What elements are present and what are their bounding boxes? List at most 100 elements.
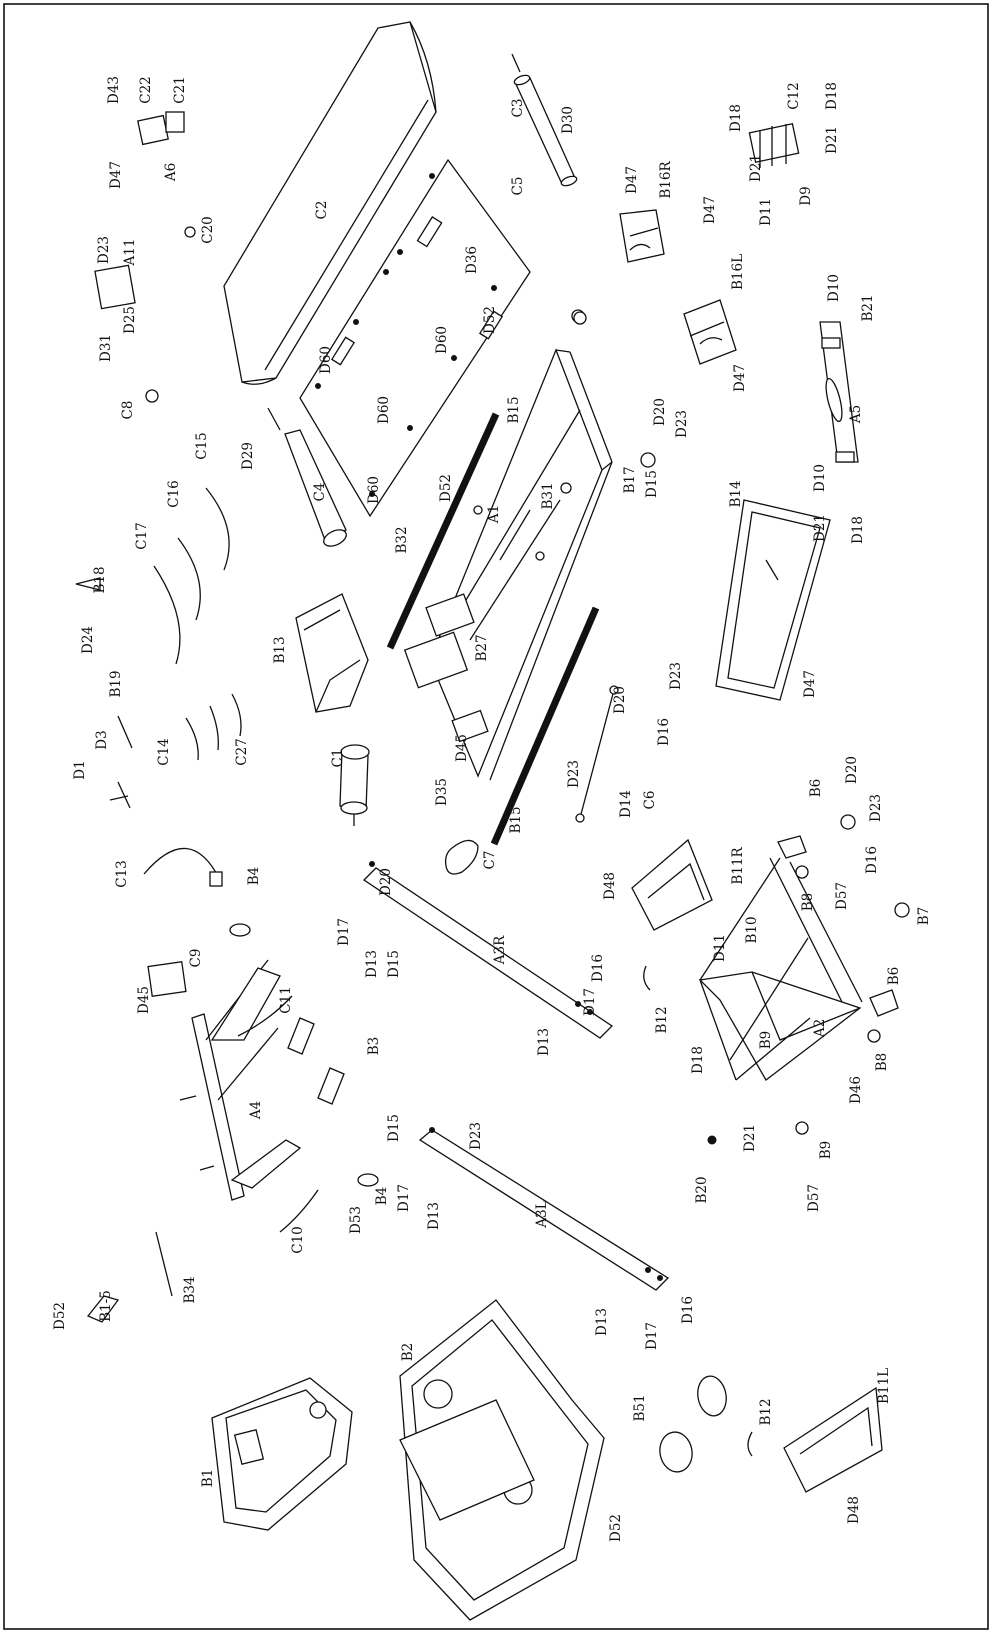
part-a5-incline-frame [819,321,859,463]
callout-d16a: D16 [656,718,672,746]
callout-c6: C6 [642,791,658,810]
callout-b3: B3 [366,1037,382,1056]
parts-drawing [75,21,910,1621]
callout-a1: A1 [486,505,502,524]
part-b1-console [211,1377,353,1531]
callout-c4: C4 [312,483,328,502]
part-b18-tip [75,577,101,591]
part-b11l-side-cover [783,1386,883,1493]
callout-d15c: D15 [386,1114,402,1142]
part-c8-knob [145,389,159,403]
callout-d20a: D20 [652,398,668,426]
callout-d18c: D18 [850,516,866,544]
part-b51-rings [659,1375,727,1473]
callout-d53: D53 [348,1206,364,1234]
callout-d17d: D17 [644,1322,660,1350]
callout-d17a: D17 [336,918,352,946]
callout-c21: C21 [172,76,188,104]
callout-d11b: D11 [712,934,728,962]
callout-b1-5: B1-5 [98,1290,114,1322]
callout-d52b: D52 [438,474,454,502]
callout-d45b: D45 [136,986,152,1014]
callout-b12a: B12 [654,1006,670,1033]
callout-b4a: B4 [246,867,262,886]
part-c20-plug [184,226,196,238]
callout-d20c: D20 [844,756,860,784]
part-a3l-upright [418,1127,670,1291]
callout-b34: B34 [182,1276,198,1303]
callout-d3: D3 [94,730,110,749]
callout-b15a: B15 [506,396,522,423]
part-a3r-upright [362,861,614,1039]
callout-b27: B27 [474,634,490,661]
callout-d23a: D23 [96,236,112,264]
callout-d23d: D23 [566,760,582,788]
callout-d21c: D21 [812,514,828,542]
callout-d35: D35 [434,778,450,806]
callout-c16: C16 [166,480,182,508]
callout-d13c: D13 [426,1202,442,1230]
part-b16l-cover [683,299,737,365]
part-b20-bolt [707,1135,717,1145]
callout-b20: B20 [694,1176,710,1203]
callout-c2: C2 [314,201,330,220]
diagram-frame [3,3,989,1630]
callout-b16l: B16L [730,254,746,290]
callout-d20d: D20 [378,868,394,896]
callout-b9a: B9 [758,1031,774,1050]
part-c9-board [147,961,187,997]
callout-b14: B14 [728,480,744,507]
part-c7-motor-belt [444,839,479,875]
callout-a4: A4 [248,1101,264,1120]
part-c1-motor [339,744,370,826]
callout-d20b: D20 [612,686,628,714]
callout-d46: D46 [848,1076,864,1104]
callout-d47c: D47 [702,196,718,224]
callout-b2: B2 [400,1343,416,1362]
callout-c20: C20 [200,216,216,244]
callout-d23f: D23 [468,1122,484,1150]
part-b1-5-bracket [86,1295,120,1323]
callout-d45a: D45 [454,734,470,762]
callout-b11r: B11R [730,847,746,885]
callout-d57b: D57 [806,1184,822,1212]
callout-a6: A6 [163,163,179,182]
callout-d1: D1 [72,760,88,779]
callout-a5: A5 [848,405,864,424]
callout-c12: C12 [786,82,802,110]
part-c5-belt [299,158,531,518]
callout-c9: C9 [188,949,204,968]
callout-c7: C7 [482,851,498,870]
callout-c14: C14 [156,738,172,766]
callout-c22: C22 [138,76,154,104]
callout-d47a: D47 [108,161,124,189]
callout-a2: A2 [812,1019,828,1038]
callout-d21b: D21 [824,126,840,154]
callout-d18a: D18 [728,104,744,132]
callout-b6a: B6 [808,779,824,798]
callout-d24: D24 [80,626,96,654]
part-c2-deck [223,21,437,385]
callout-d52a: D52 [482,306,498,334]
callout-b16r: B16R [658,161,674,199]
callout-d9: D9 [798,186,814,205]
callout-b7: B7 [916,907,932,926]
callout-d31: D31 [98,334,114,362]
part-c6-lift-strut [575,685,619,823]
part-a11-bracket [94,264,136,310]
part-b4-caps [229,923,379,1187]
callout-d43: D43 [106,76,122,104]
callout-d47e: D47 [802,670,818,698]
part-c3-rear-roller [511,53,578,187]
part-b11r-side-cover [631,838,713,931]
callout-b6b: B6 [886,967,902,986]
part-cables [109,487,319,1233]
part-b13-motor-cover [295,593,369,713]
part-b14-base-frame [715,499,831,701]
callout-d17c: D17 [396,1184,412,1212]
callout-d18b: D18 [824,82,840,110]
callout-b18: B18 [92,566,108,593]
callout-d36: D36 [464,246,480,274]
